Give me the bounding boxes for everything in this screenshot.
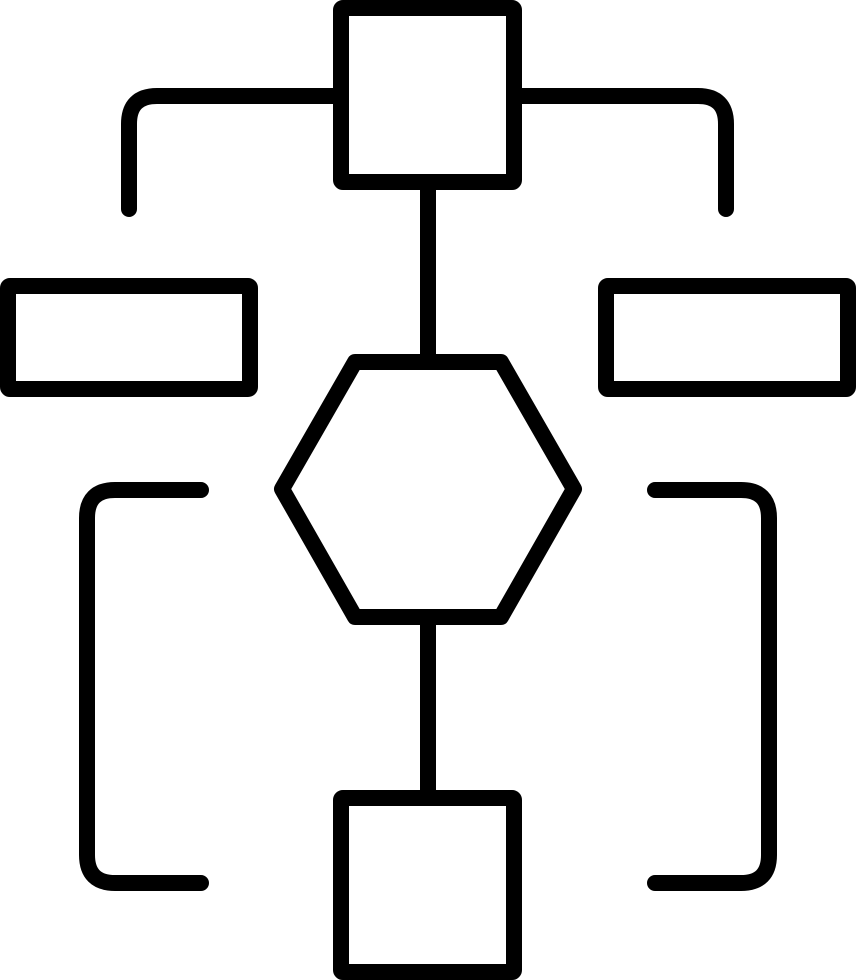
top-right-connector xyxy=(514,88,734,217)
top-square-node xyxy=(333,0,522,190)
left-bracket xyxy=(79,482,209,891)
right-rectangle-node xyxy=(598,278,856,397)
bottom-square-node xyxy=(333,790,522,980)
right-bracket xyxy=(647,482,777,891)
center-hexagon-node xyxy=(274,354,582,625)
left-rectangle-node xyxy=(0,278,258,397)
top-left-connector xyxy=(121,88,341,217)
